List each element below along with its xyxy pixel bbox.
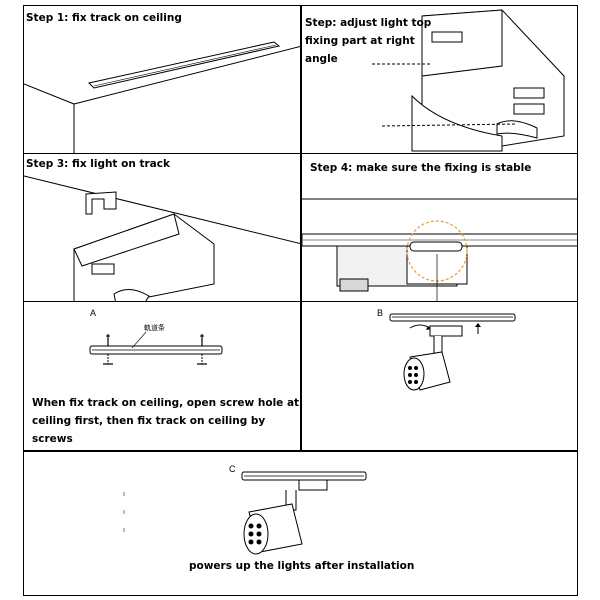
step4-illustration [302,198,577,302]
track-label: 軌道条 [144,324,165,332]
step3-caption: Step 3: fix light on track [26,158,170,170]
panel-a-illustration [89,331,223,365]
panel-b-illustration [389,313,516,391]
panel-c-illustration [123,471,367,555]
step4-panel: Step 4: make sure the fixing is stable [301,153,578,303]
step3-illustration [24,175,300,302]
panel-a: A 軌道条 When fix track on ceiling, open sc… [23,301,301,451]
panel-c: C powers up the lights after installatio… [23,451,578,596]
panel-a-letter: A [90,308,97,318]
step4-caption: Step 4: make sure the fixing is stable [310,162,532,174]
panel-c-letter: C [229,464,236,474]
step1-caption: Step 1: fix track on ceiling [26,12,182,24]
step2-illustration [372,9,565,152]
panel-b: B [301,301,578,451]
panel-b-letter: B [377,308,384,318]
panel-a-caption: When fix track on ceiling, open screw ho… [32,397,300,445]
step1-panel: Step 1: fix track on ceiling [23,5,301,155]
step3-panel: Step 3: fix light on track [23,153,301,303]
track-rail [88,41,281,89]
step1-illustration [24,41,300,154]
step2-caption: Step: adjust light top fixing part at ri… [305,17,432,65]
panel-c-caption: powers up the lights after installation [189,560,415,572]
step2-panel: Step: adjust light top fixing part at ri… [301,5,578,155]
